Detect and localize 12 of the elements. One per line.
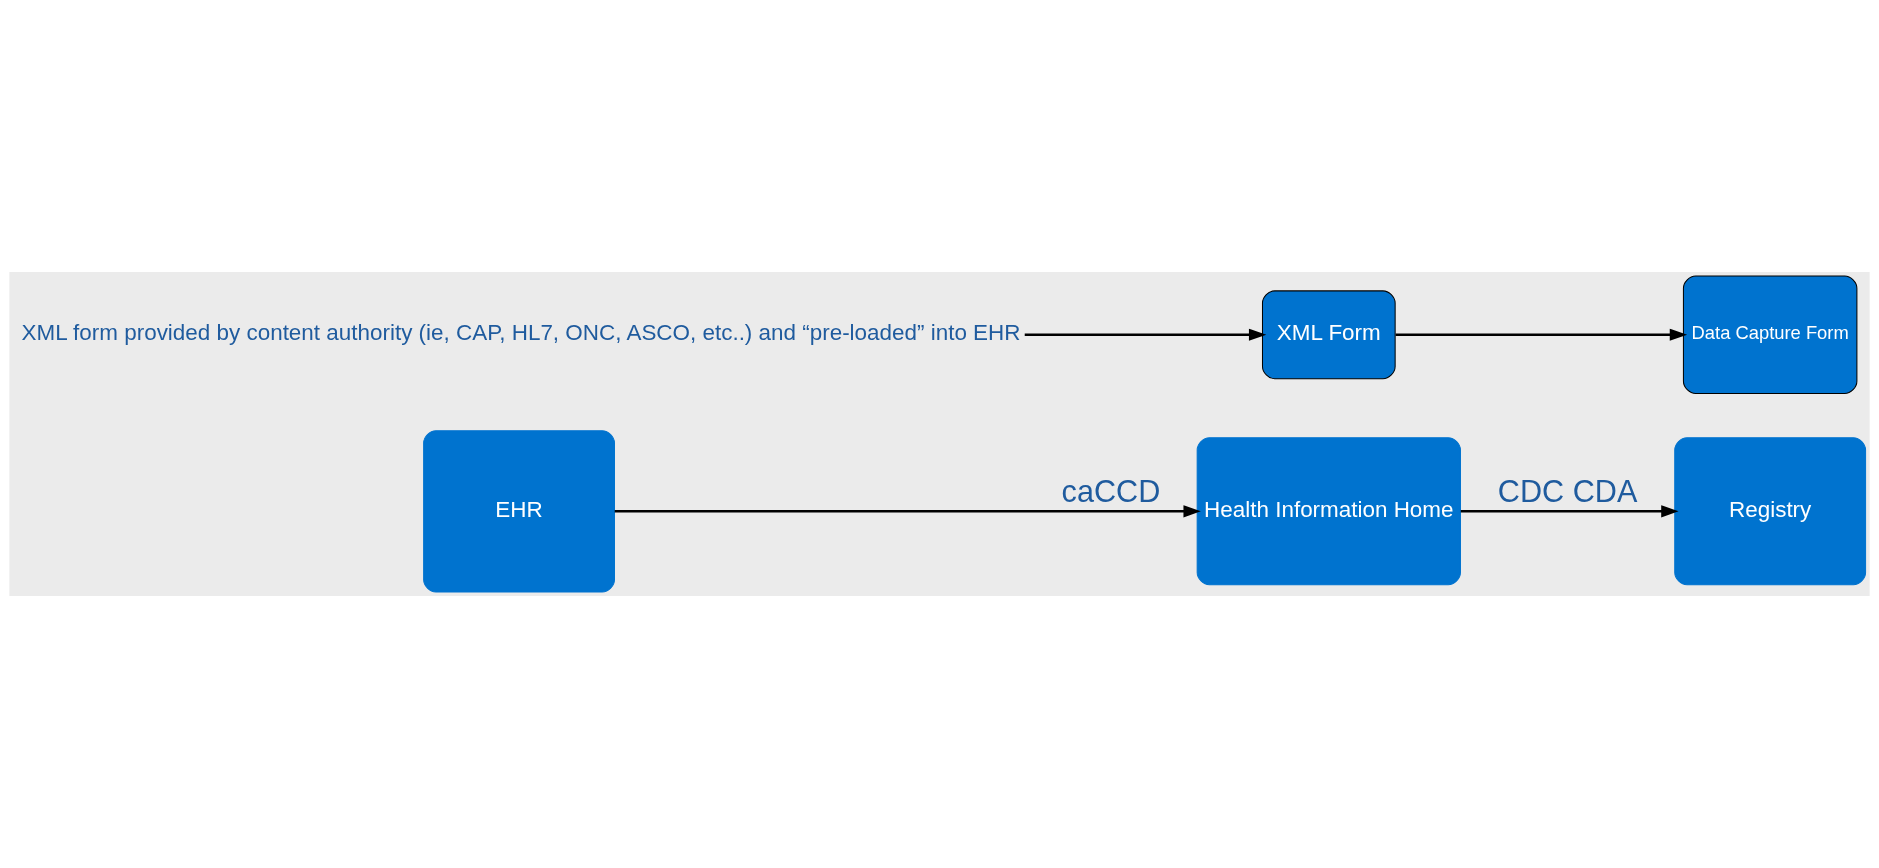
arrow	[1460, 505, 1679, 518]
arrow	[1024, 328, 1267, 341]
node-box: XML Form	[1261, 290, 1396, 380]
node-box: EHR	[423, 430, 615, 593]
arrow	[614, 505, 1201, 518]
node-box: Health Information Home	[1196, 437, 1461, 586]
node-box: Registry	[1674, 437, 1867, 586]
edge-label: CDC CDA	[1497, 474, 1638, 509]
node-box: Data Capture Form	[1682, 275, 1858, 394]
arrow	[1395, 328, 1688, 341]
edge-label: caCCD	[1061, 474, 1161, 509]
node-text: XML form provided by content authority (ie, CAP, HL7, ONC, ASCO, etc..) and “pre-loaded” into EHR	[21, 320, 1021, 346]
